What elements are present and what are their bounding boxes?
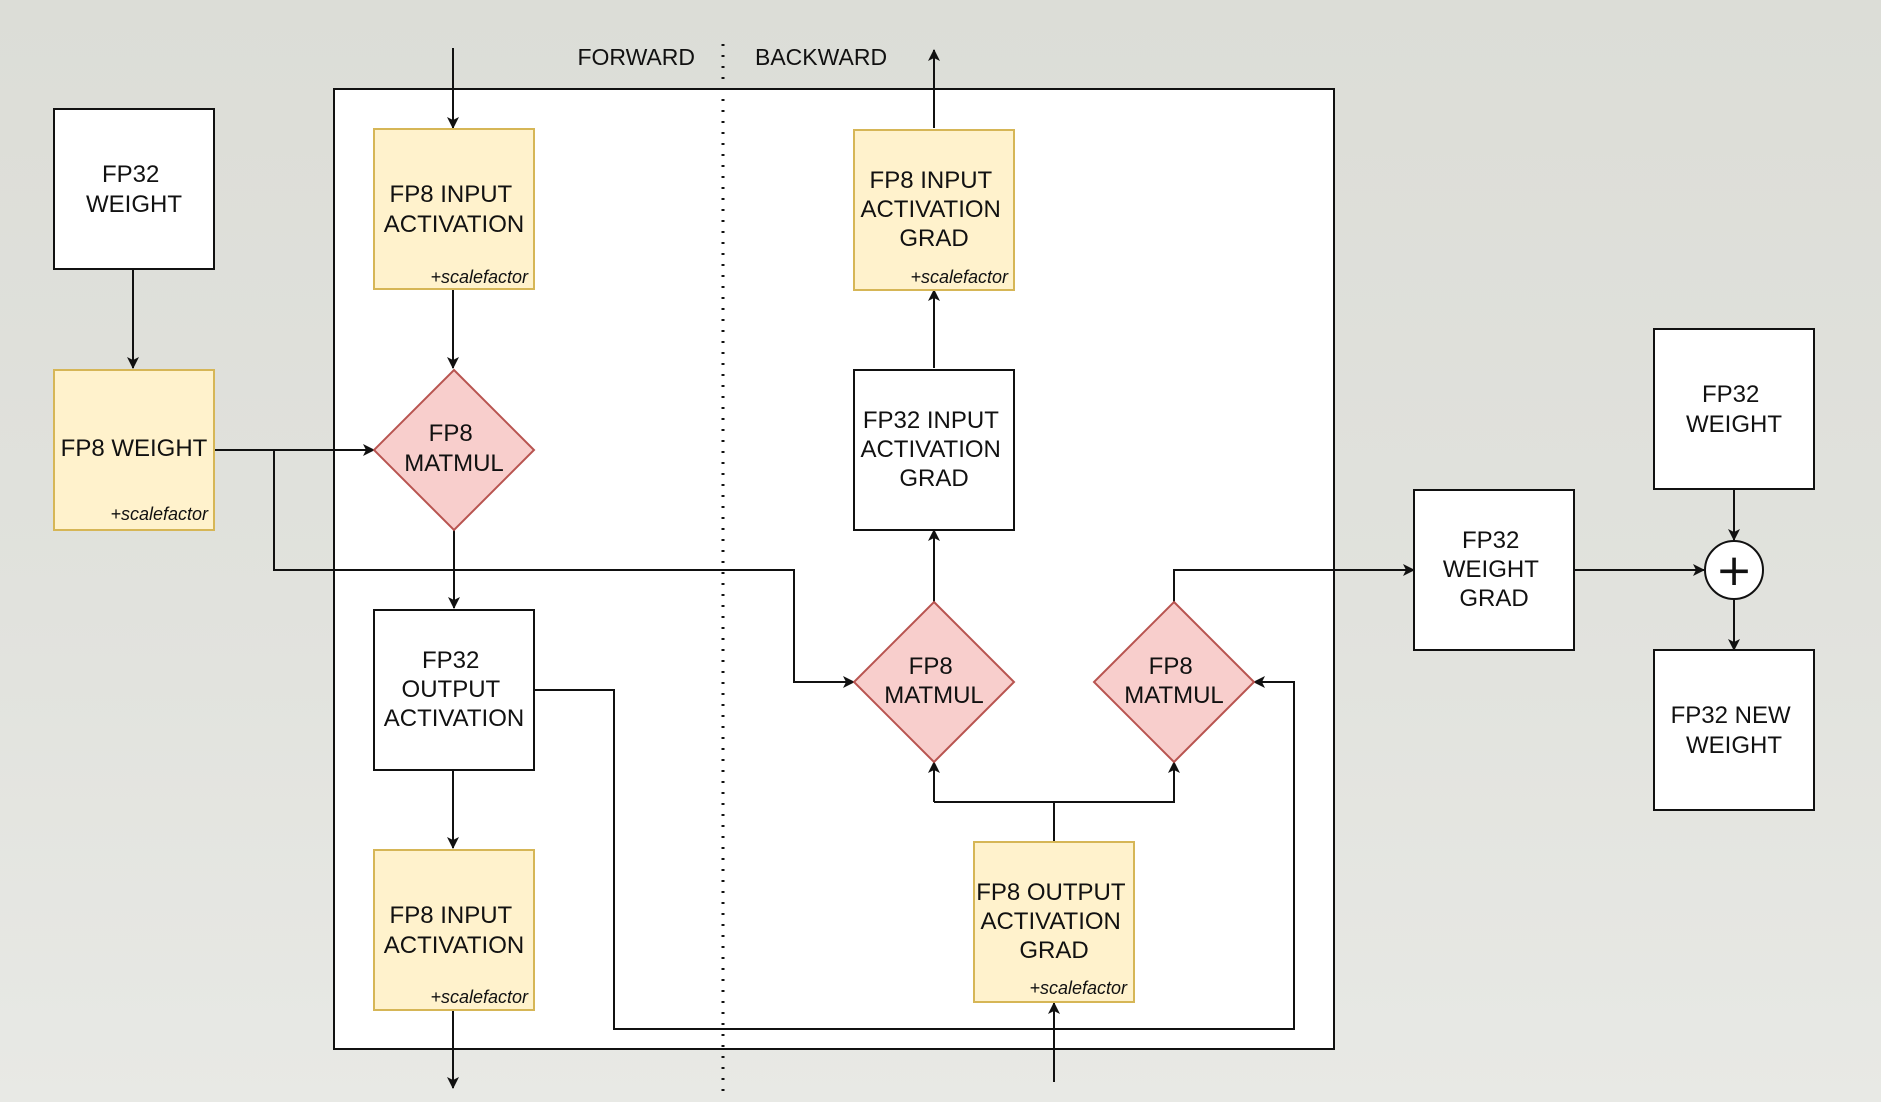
fp8-input-activation-top: FP8 INPUT ACTIVATION +scalefactor [373, 128, 535, 290]
edge-right-matmul-to-weight-grad [1173, 564, 1415, 602]
fp32-weight-left: FP32 WEIGHT [53, 108, 215, 270]
svg-text:FP8 WEIGHT: FP8 WEIGHT [61, 435, 208, 462]
fp8-output-activation-grad: FP8 OUTPUT ACTIVATION GRAD +scalefactor [973, 841, 1135, 1003]
scalefactor-note: +scalefactor [430, 987, 529, 1007]
fp32-new-weight: FP32 NEW WEIGHT [1653, 649, 1815, 811]
fp32-input-activation-grad: FP32 INPUT ACTIVATION GRAD [853, 369, 1015, 531]
scalefactor-note: +scalefactor [1029, 978, 1128, 998]
fp8-input-activation-grad: FP8 INPUT ACTIVATION GRAD +scalefactor [853, 129, 1015, 291]
svg-text:FP8 INPUT ACTIVATION: FP8 INPUT ACTIVATION GRAD [860, 167, 1007, 252]
forward-label: FORWARD [577, 44, 695, 70]
fp8-matmul-backward-right: FP8 MATMUL [1092, 600, 1256, 764]
backward-label: BACKWARD [755, 44, 887, 70]
scalefactor-note: +scalefactor [430, 267, 529, 287]
svg-text:FP8 MATMUL: FP8 MATMUL [404, 420, 504, 477]
scalefactor-note: +scalefactor [110, 504, 209, 524]
fp8-weight: FP8 WEIGHT +scalefactor [53, 369, 215, 531]
svg-text:FP32 INPUT ACTIVATION: FP32 INPUT ACTIVATION GRAD [860, 407, 1007, 492]
fp8-input-activation-bottom: FP8 INPUT ACTIVATION +scalefactor [373, 849, 535, 1011]
svg-text:FP32 OUTPUT AC: FP32 OUTPUT ACTIVATION [384, 647, 524, 732]
svg-text:FP8 INPUT ACTIVATION: FP8 INPUT ACTIVATION [384, 902, 524, 959]
fp32-weight-grad: FP32 WEIGHT GRAD [1413, 489, 1575, 651]
scalefactor-note: +scalefactor [910, 267, 1009, 287]
edges [127, 48, 1740, 1089]
svg-text:FP32 WEIGHT: FP32 WEIGHT [1686, 381, 1782, 438]
svg-text:FP32 NEW WEIGHT: FP32 NEW WEIGHT [1671, 702, 1798, 759]
plus-icon: + [1716, 545, 1753, 596]
svg-text:FP8 OUTPUT ACTIVATION: FP8 OUTPUT ACTIVATION GRAD [976, 879, 1132, 964]
edge-fp8-weight-to-backward-matmul [273, 450, 855, 688]
edge-fp32-output-to-backward-right-matmul [534, 676, 1295, 1030]
edge-grad-to-right-matmul [1054, 761, 1180, 803]
svg-text:FP8 MATMUL: FP8 MATMUL [1124, 653, 1224, 709]
svg-text:FP8 MATMUL: FP8 MATMUL [884, 653, 984, 709]
fp32-output-activation: FP32 OUTPUT ACTIVATION [373, 609, 535, 771]
svg-text:FP32 WEIGHT: FP32 WEIGHT [86, 161, 182, 218]
fp8-matmul-forward: FP8 MATMUL [372, 368, 536, 532]
svg-text:FP8 INPUT ACTIVATION: FP8 INPUT ACTIVATION [384, 181, 524, 238]
svg-text:FP32 WEIGHT GR: FP32 WEIGHT GRAD [1443, 527, 1545, 612]
fp8-matmul-backward-left: FP8 MATMUL [852, 600, 1016, 764]
sum-node: + [1704, 540, 1764, 600]
fp32-weight-right: FP32 WEIGHT [1653, 328, 1815, 490]
